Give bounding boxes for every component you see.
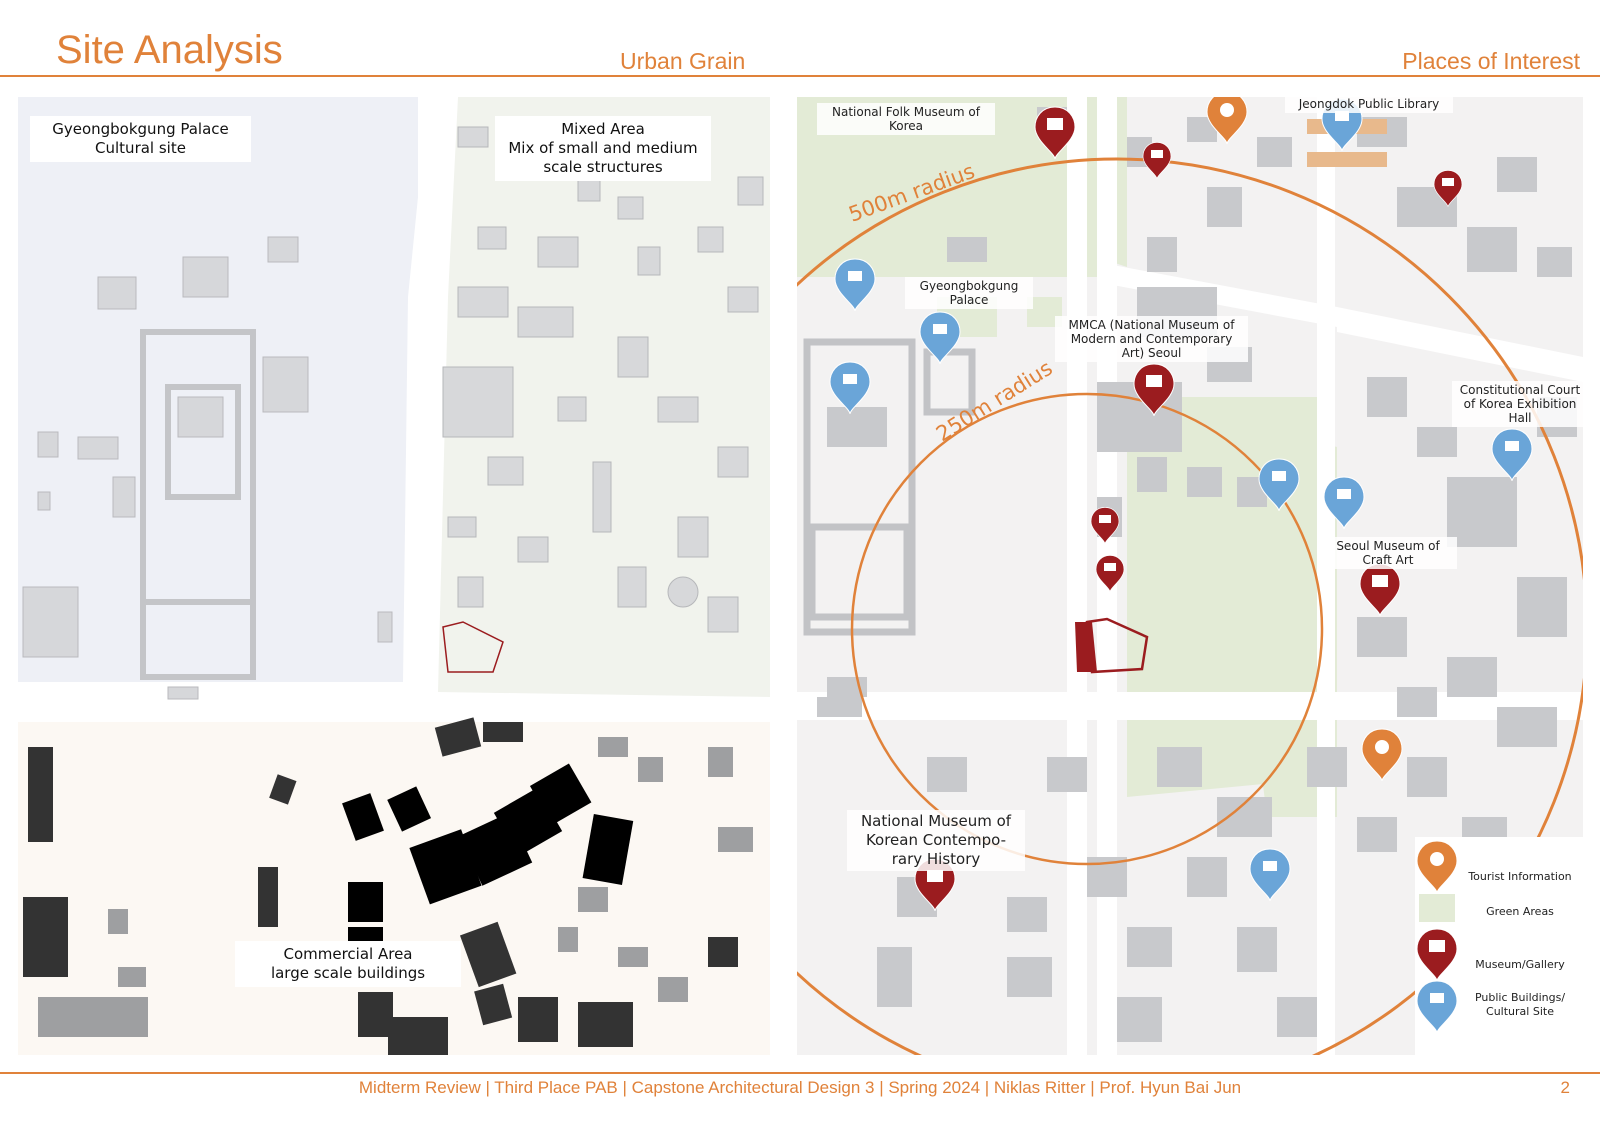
label-gyeongbokgung: Gyeongbokgung Palace [905, 277, 1033, 309]
commercial-label-line1: Commercial Area [283, 945, 413, 963]
museum-pin-history [914, 858, 956, 912]
legend-public-label: Public Buildings/ Cultural Site [1474, 991, 1566, 1018]
label-contemporary-history: National Museum of Korean Contempo-rary … [847, 810, 1025, 871]
public-pin-palace3 [829, 361, 871, 415]
urban-grain-map: Gyeongbokgung Palace Cultural site Mixed… [18, 97, 770, 1055]
legend-green-label: Green Areas [1486, 905, 1554, 918]
urban-grain-svg [18, 97, 770, 1055]
page-title: Site Analysis [56, 28, 283, 72]
project-site-outline [442, 621, 504, 673]
commercial-large-buildings [342, 763, 634, 947]
public-pin-east1 [1258, 458, 1300, 512]
commercial-zone-label: Commercial Area large scale buildings [235, 941, 461, 987]
label-folk-museum: National Folk Museum of Korea [817, 103, 995, 135]
museum-pin-craft [1359, 563, 1401, 617]
mixed-zone-label: Mixed Area Mix of small and medium scale… [495, 116, 711, 181]
mixed-label-line1: Mixed Area [561, 120, 645, 138]
urban-grain-heading: Urban Grain [620, 48, 746, 74]
label-mmca: MMCA (National Museum of Modern and Cont… [1055, 316, 1248, 362]
museum-pin-ne [1433, 170, 1463, 208]
mixed-label-line3: scale structures [543, 158, 663, 176]
mixed-label-line2: Mix of small and medium [508, 139, 698, 157]
tourist-pins [1206, 97, 1403, 782]
palace-zone-label: Gyeongbokgung Palace Cultural site [30, 116, 251, 162]
commercial-small-buildings [38, 737, 753, 1037]
tourist-pin-north [1206, 97, 1248, 145]
public-pin-palace2 [919, 311, 961, 365]
museum-pin-folk [1034, 106, 1076, 160]
palace-label-line1: Gyeongbokgung Palace [52, 120, 229, 138]
museum-pins [914, 106, 1463, 912]
public-pin-east2 [1323, 476, 1365, 530]
label-constitutional: Constitutional Court of Korea Exhibition… [1452, 381, 1583, 427]
legend-museum-label: Museum/Gallery [1475, 958, 1565, 971]
footer-credits: Midterm Review | Third Place PAB | Capst… [358, 1078, 1242, 1097]
radius-250-circle [850, 392, 1324, 866]
radius-500-circle [797, 157, 1583, 1055]
legend-public-swatch [1416, 980, 1458, 1034]
commercial-medium-buildings [23, 717, 738, 1055]
legend-green-swatch [1419, 894, 1455, 922]
public-pins [829, 98, 1533, 902]
palace-compound [140, 329, 256, 680]
palace-buildings [22, 236, 393, 700]
museum-pin-north [1142, 142, 1172, 180]
legend-museum-swatch [1416, 928, 1458, 982]
palace-label-line2: Cultural site [95, 139, 186, 157]
label-craft-art: Seoul Museum of Craft Art [1319, 537, 1457, 569]
museum-pin-site2 [1095, 555, 1125, 593]
label-jeongdok: Jeongdok Public Library [1285, 97, 1453, 113]
page-number: 2 [1560, 1078, 1570, 1097]
radius-250-label: 250m radius [932, 356, 1057, 446]
public-pin-south [1249, 848, 1291, 902]
public-pin-palace1 [834, 258, 876, 312]
project-site-fill [1075, 622, 1097, 672]
legend-tourist-swatch [1416, 840, 1458, 894]
palace-walls [803, 338, 976, 636]
places-of-interest-map: 500m radius 250m radius [797, 97, 1583, 1055]
legend-tourist-label: Tourist Information [1468, 870, 1572, 883]
public-pin-library [1321, 98, 1363, 152]
commercial-label-line2: large scale buildings [270, 964, 426, 982]
footer-rule [0, 1072, 1600, 1074]
public-pin-constitutional [1491, 428, 1533, 482]
museum-pin-site1 [1090, 507, 1120, 545]
tourist-pin-east [1361, 728, 1403, 782]
museum-pin-mmca [1133, 363, 1175, 417]
places-of-interest-heading: Places of Interest [1402, 48, 1580, 74]
header-rule [0, 75, 1600, 77]
